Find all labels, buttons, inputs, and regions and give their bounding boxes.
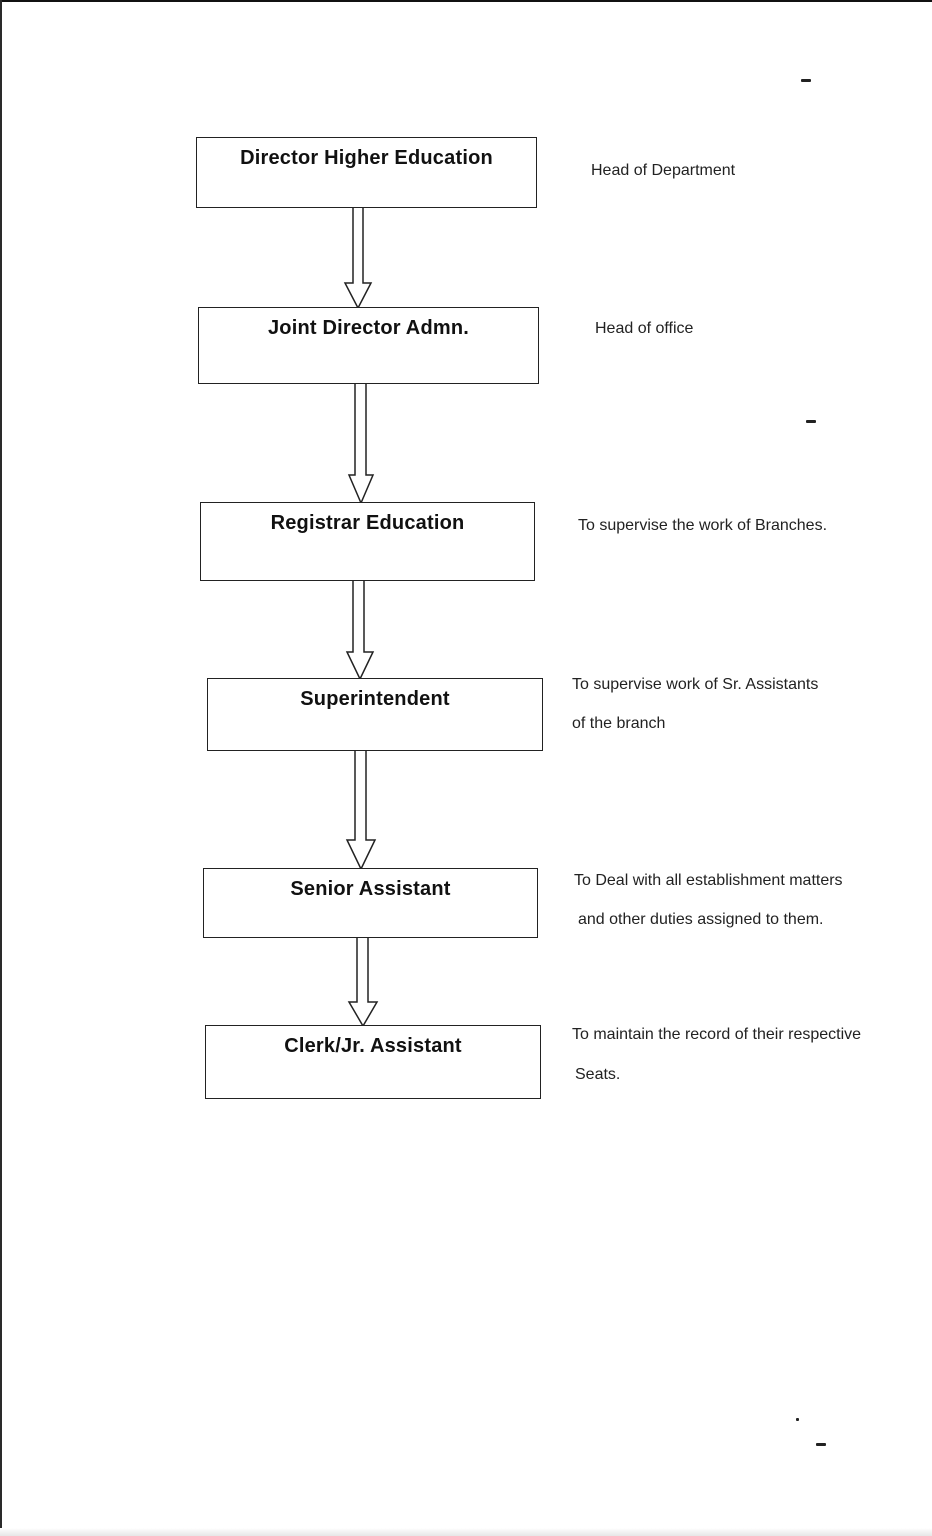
scan-speck [816, 1443, 826, 1446]
arrow-superintendent-to-senior-assistant [345, 748, 377, 871]
box-title: Joint Director Admn. [267, 317, 470, 339]
role-description: Head of office [595, 320, 694, 337]
scan-speck [806, 420, 816, 423]
arrow-registrar-to-superintendent [345, 579, 375, 681]
role-description-line-2: of the branch [572, 715, 666, 732]
box-senior-assistant: Senior Assistant [203, 868, 538, 938]
box-director-higher-education: Director Higher Education [196, 137, 537, 208]
box-title: Director Higher Education [240, 147, 493, 169]
scan-speck [796, 1418, 799, 1421]
page-left-edge [0, 0, 2, 1536]
box-title: Clerk/Jr. Assistant [284, 1035, 462, 1057]
box-registrar-education: Registrar Education [200, 502, 535, 581]
box-title: Registrar Education [270, 512, 465, 534]
role-description-line-1: To supervise work of Sr. Assistants [572, 676, 819, 693]
role-description: Head of Department [591, 162, 736, 179]
scan-speck [801, 79, 811, 82]
box-clerk-jr-assistant: Clerk/Jr. Assistant [205, 1025, 541, 1099]
role-description-line-2: and other duties assigned to them. [578, 911, 824, 928]
box-superintendent: Superintendent [207, 678, 543, 751]
scan-bottom-edge [0, 1528, 932, 1536]
arrow-director-to-joint-director [343, 206, 373, 310]
box-title: Superintendent [300, 688, 450, 710]
box-title: Senior Assistant [290, 878, 451, 900]
arrow-joint-director-to-registrar [347, 382, 375, 505]
page-top-border [0, 0, 932, 2]
box-joint-director-admn: Joint Director Admn. [198, 307, 539, 384]
role-description-line-1: To maintain the record of their respecti… [572, 1026, 862, 1043]
role-description-line-1: To Deal with all establishment matters [574, 872, 843, 889]
role-description-line-2: Seats. [575, 1066, 621, 1083]
arrow-senior-assistant-to-clerk [347, 936, 379, 1028]
role-description: To supervise the work of Branches. [578, 517, 828, 534]
